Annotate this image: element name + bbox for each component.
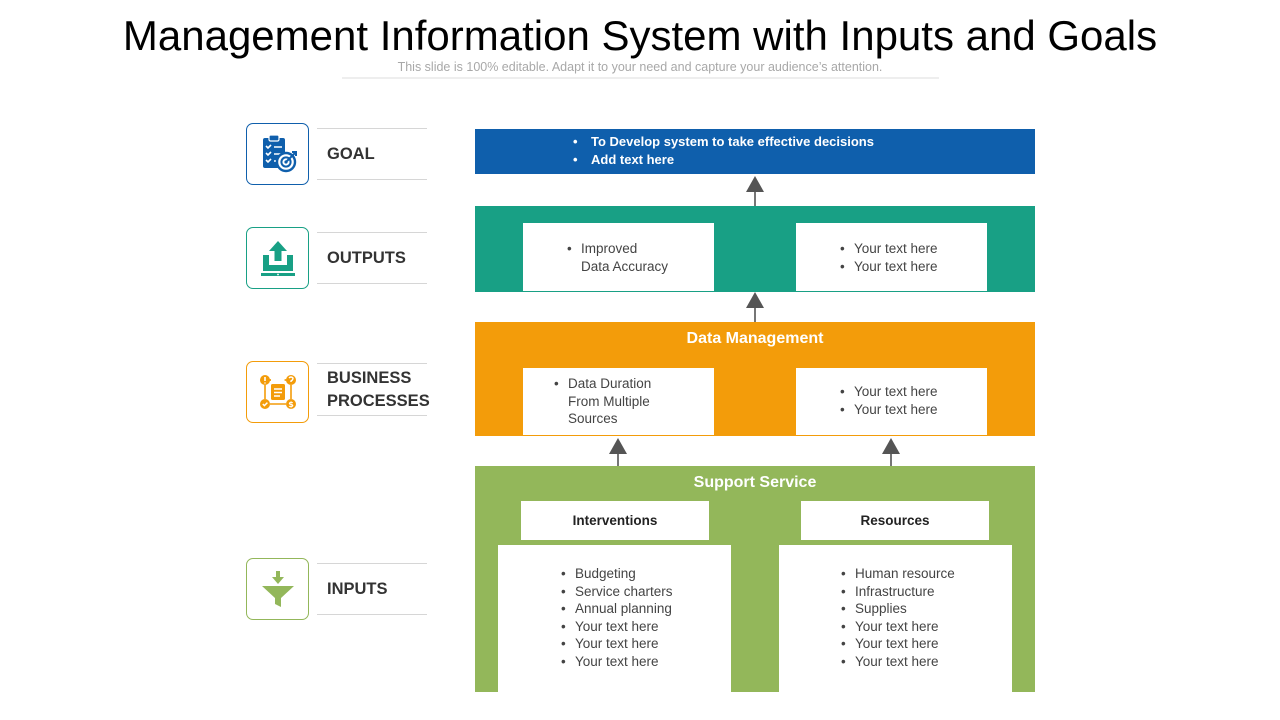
data-management-band: Data Management Data Duration From Multi… [475, 322, 1035, 436]
interventions-item: Your text here [557, 618, 731, 636]
interventions-header: Interventions [521, 501, 709, 540]
support-service-title: Support Service [693, 474, 817, 491]
arrow-up-icon [882, 438, 900, 468]
data-management-right-box: Your text here Your text here [796, 368, 987, 435]
resources-item: Supplies [837, 600, 1012, 618]
resources-item: Your text here [837, 618, 1012, 636]
arrow-up-icon [746, 292, 764, 323]
resources-item: Your text here [837, 653, 1012, 671]
category-inputs: INPUTS [317, 563, 427, 615]
outputs-band: Improved Data Accuracy Your text here Yo… [475, 206, 1035, 292]
category-goal: GOAL [317, 128, 427, 180]
svg-text:$: $ [288, 400, 294, 409]
outputs-right-item: Your text here [836, 258, 987, 276]
funnel-icon [261, 571, 294, 607]
goal-checklist-icon [262, 134, 297, 173]
goal-icon-tile [246, 123, 309, 185]
page-title: Management Information System with Input… [122, 12, 1158, 59]
inputs-icon-tile [246, 558, 309, 620]
arrow-up-icon [609, 438, 627, 468]
category-business-processes: BUSINESS PROCESSES [317, 363, 430, 416]
data-management-left-item: Data Duration From Multiple Sources [550, 375, 714, 428]
upload-tray-icon [260, 241, 295, 276]
data-management-title: Data Management [686, 330, 824, 347]
goal-list: To Develop system to take effective deci… [572, 133, 874, 168]
outputs-right-box: Your text here Your text here [796, 223, 987, 291]
data-management-right-item: Your text here [836, 401, 987, 419]
process-flow-icon: $ [259, 375, 296, 409]
interventions-item: Your text here [557, 653, 731, 671]
resources-item: Human resource [837, 565, 1012, 583]
outputs-icon-tile [246, 227, 309, 289]
resources-header: Resources [801, 501, 989, 540]
data-management-right-item: Your text here [836, 383, 987, 401]
support-service-band: Support Service Interventions Resources … [475, 466, 1035, 692]
goal-item: Add text here [572, 151, 874, 169]
goal-item: To Develop system to take effective deci… [572, 133, 874, 151]
interventions-item: Service charters [557, 583, 731, 601]
resources-item: Infrastructure [837, 583, 1012, 601]
data-management-left-box: Data Duration From Multiple Sources [523, 368, 714, 435]
goal-band: To Develop system to take effective deci… [475, 129, 1035, 174]
page-subtitle: This slide is 100% editable. Adapt it to… [397, 60, 883, 74]
category-goal-label: GOAL [327, 144, 375, 163]
arrow-up-icon [746, 176, 764, 208]
outputs-left-item: Improved Data Accuracy [563, 240, 714, 275]
category-outputs: OUTPUTS [317, 232, 427, 284]
category-business-processes-label: BUSINESS PROCESSES [327, 367, 430, 413]
interventions-box: Budgeting Service charters Annual planni… [498, 545, 731, 692]
category-outputs-label: OUTPUTS [327, 248, 406, 267]
interventions-item: Budgeting [557, 565, 731, 583]
resources-box: Human resource Infrastructure Supplies Y… [779, 545, 1012, 692]
business-icon-tile: $ [246, 361, 309, 423]
category-inputs-label: INPUTS [327, 579, 388, 598]
subtitle-divider [342, 77, 939, 79]
interventions-item: Annual planning [557, 600, 731, 618]
resources-item: Your text here [837, 635, 1012, 653]
outputs-left-box: Improved Data Accuracy [523, 223, 714, 291]
interventions-item: Your text here [557, 635, 731, 653]
outputs-right-item: Your text here [836, 240, 987, 258]
category-business-processes-text: BUSINESS PROCESSES [327, 368, 430, 410]
